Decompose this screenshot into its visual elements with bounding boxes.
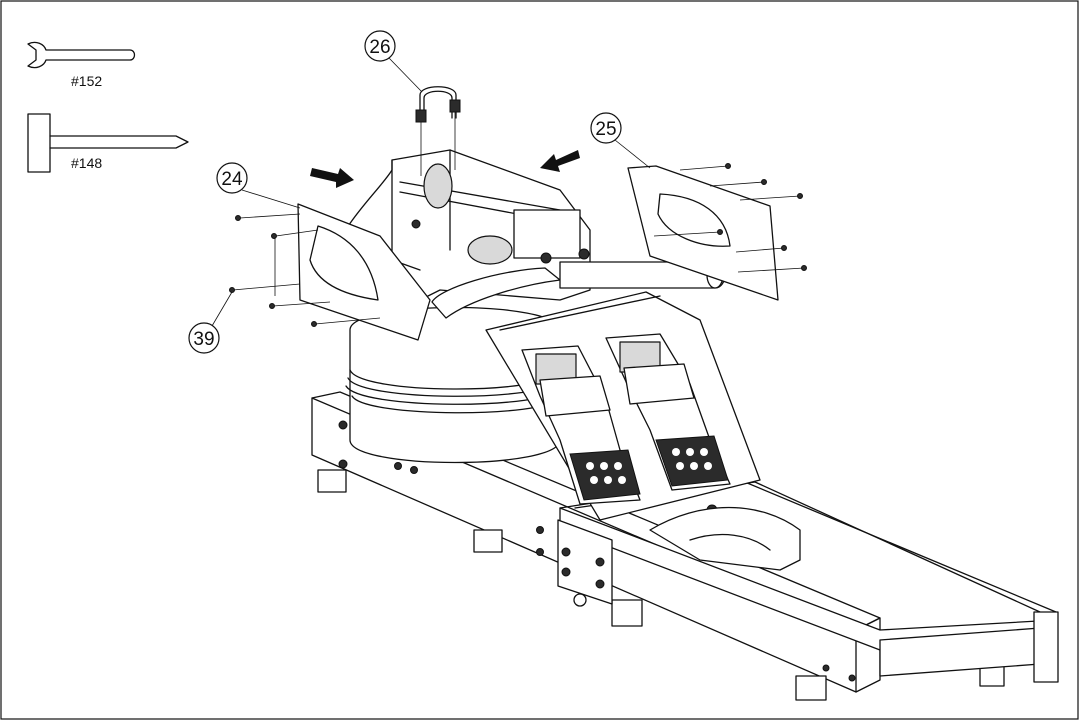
right-cover-screws	[653, 163, 807, 273]
callout-25-number: 25	[595, 119, 616, 140]
wrench-tool-label: #152	[71, 73, 102, 89]
left-cover-screws	[229, 213, 381, 327]
screwdriver-tool-label: #148	[71, 155, 102, 171]
seat	[649, 506, 801, 571]
handle-hook	[415, 86, 461, 176]
footboard	[485, 291, 761, 521]
right-insert-arrow	[540, 150, 580, 172]
wrench-icon	[27, 41, 136, 69]
callout-26	[364, 30, 423, 93]
left-insert-arrow	[310, 168, 354, 188]
callout-39	[188, 291, 233, 354]
handlebar	[431, 261, 726, 319]
screwdriver-icon	[27, 113, 189, 173]
callout-25	[590, 112, 651, 169]
base-frame	[311, 391, 1059, 701]
callout-26-number: 26	[369, 37, 390, 58]
callout-39-number: 39	[193, 329, 214, 350]
callout-24-number: 24	[221, 169, 243, 190]
callout-24	[216, 162, 301, 209]
